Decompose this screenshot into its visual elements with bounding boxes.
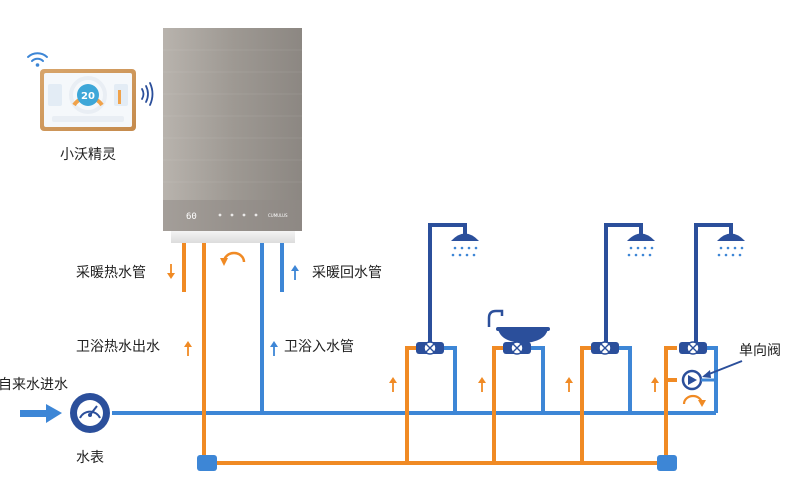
water-meter-label: 水表 [76, 450, 104, 466]
tablet-bottom-bar [52, 116, 124, 122]
cold-branch-1 [432, 346, 457, 413]
shower-head-icon [428, 223, 479, 343]
heating-return-label: 采暖回水管 [312, 265, 382, 281]
gate-valve-icon [503, 341, 531, 355]
shower-head-icon [694, 223, 745, 343]
thermostat-temp: 20 [81, 91, 95, 102]
thermostat-dial-track [69, 76, 107, 114]
flow-arrow-icon [651, 377, 659, 392]
elbow-fitting-left [197, 455, 217, 471]
basin-faucet-icon [487, 309, 550, 343]
flow-arrow-down-heating [167, 264, 175, 279]
gate-valve-icon [679, 341, 707, 355]
hot-riser-1 [405, 346, 418, 463]
smart-controller: 20 小沃精灵 [27, 52, 154, 163]
valve-group [416, 341, 707, 355]
mains-inlet-arrow [20, 404, 62, 423]
bath-cold-in-label: 卫浴入水管 [284, 339, 354, 355]
tablet-level-bar [118, 90, 121, 104]
hot-riser-3 [580, 346, 593, 463]
pipe-fittings [197, 455, 677, 471]
check-valve-callout-arrow [702, 370, 711, 378]
check-valve-icon [681, 369, 716, 391]
cold-branch-3 [607, 346, 632, 413]
boiler-body [163, 28, 302, 231]
flow-arrow-icon [565, 377, 573, 392]
wall-boiler: 60 CUMULUS [163, 28, 302, 243]
gate-valve-icon [416, 341, 444, 355]
shower-head-icon [604, 223, 655, 343]
flow-arrow-up-hot [184, 341, 192, 356]
elbow-fitting-right [657, 455, 677, 471]
wifi-icon [27, 52, 48, 67]
controller-label: 小沃精灵 [60, 147, 116, 163]
thermostat-dial-center [77, 84, 99, 106]
heating-supply-label: 采暖热水管 [76, 265, 146, 281]
boiler-base [171, 231, 295, 243]
pump-icon [682, 394, 706, 407]
riser-flow-arrows [389, 377, 659, 392]
flow-arrow-icon [389, 377, 397, 392]
bath-hot-out-label: 卫浴热水出水 [76, 339, 160, 355]
cold-water-pipes [112, 243, 718, 415]
mains-inlet-label: 自来水进水 [0, 377, 68, 393]
wireless-signal-icon [141, 82, 154, 106]
cold-branch-2 [520, 346, 545, 413]
flow-arrow-up-cold [270, 341, 278, 356]
water-meter-icon [70, 393, 110, 433]
gate-valve-icon [591, 341, 619, 355]
tablet-left-panel [48, 84, 62, 106]
flow-arrow-up-return [291, 265, 299, 280]
flow-arrow-icon [478, 377, 486, 392]
boiler-brush-texture [163, 49, 302, 183]
boiler-display-temp: 60 [186, 212, 197, 222]
check-valve-label: 单向阀 [739, 343, 781, 359]
return-loop-icon [220, 251, 246, 266]
boiler-brand: CUMULUS [268, 213, 288, 218]
boiler-touch-buttons [218, 213, 258, 217]
hot-riser-2 [492, 346, 505, 463]
